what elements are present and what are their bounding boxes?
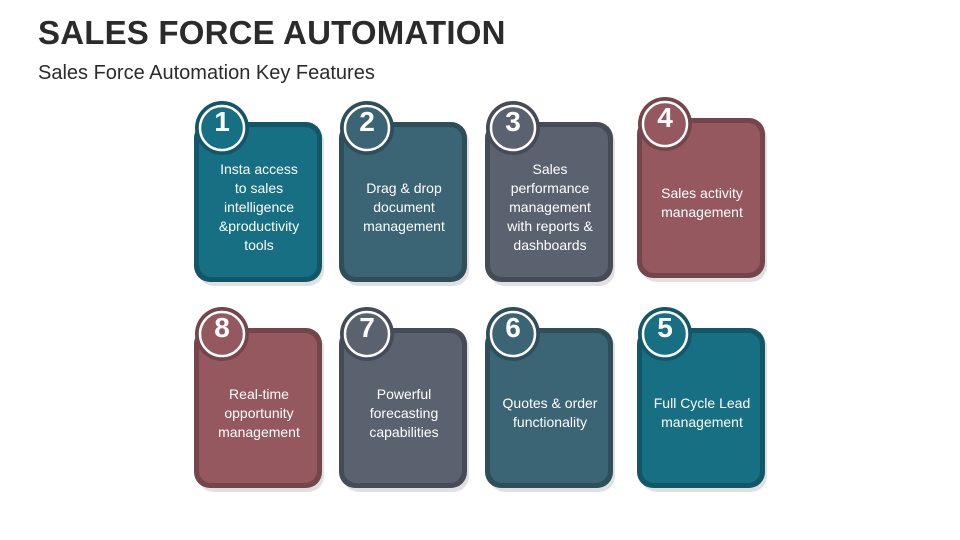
- card-text: Insta access to sales intelligence &prod…: [218, 160, 300, 253]
- card-shape: [194, 307, 324, 492]
- card-shape: [637, 307, 767, 492]
- feature-card-4: 4 Sales activity management: [637, 97, 767, 282]
- feature-card-2: 2 Drag & drop document management: [339, 101, 469, 286]
- card-text: Drag & drop document management: [363, 179, 445, 234]
- feature-card-3: 3 Sales performance management with repo…: [485, 101, 615, 286]
- feature-card-7: 7 Powerful forecasting capabilities: [339, 307, 469, 492]
- card-number: 4: [657, 102, 673, 133]
- card-text: Full Cycle Lead management: [653, 395, 751, 430]
- card-text: Real-time opportunity management: [218, 385, 300, 440]
- feature-card-8: 8 Real-time opportunity management: [194, 307, 324, 492]
- card-shape: [485, 307, 615, 492]
- card-shape: [194, 101, 324, 286]
- card-shape: [485, 101, 615, 286]
- page-subtitle: Sales Force Automation Key Features: [38, 62, 375, 84]
- page-title: SALES FORCE AUTOMATION: [38, 14, 506, 51]
- card-shape: [637, 97, 767, 282]
- card-number: 2: [359, 106, 375, 137]
- card-number: 8: [214, 312, 230, 343]
- card-number: 5: [657, 312, 673, 343]
- feature-card-6: 6 Quotes & order functionality: [485, 307, 615, 492]
- card-number: 7: [359, 312, 375, 343]
- feature-card-1: 1 Insta access to sales intelligence &pr…: [194, 101, 324, 286]
- card-shape: [339, 101, 469, 286]
- card-text: Sales activity management: [661, 185, 743, 220]
- card-text: Quotes & order functionality: [502, 395, 598, 430]
- card-number: 6: [505, 312, 521, 343]
- card-number: 3: [505, 106, 521, 137]
- card-text: Powerful forecasting capabilities: [369, 385, 439, 440]
- card-shape: [339, 307, 469, 492]
- card-number: 1: [214, 106, 230, 137]
- feature-card-5: 5 Full Cycle Lead management: [637, 307, 767, 492]
- card-text: Sales performance management with report…: [507, 160, 593, 253]
